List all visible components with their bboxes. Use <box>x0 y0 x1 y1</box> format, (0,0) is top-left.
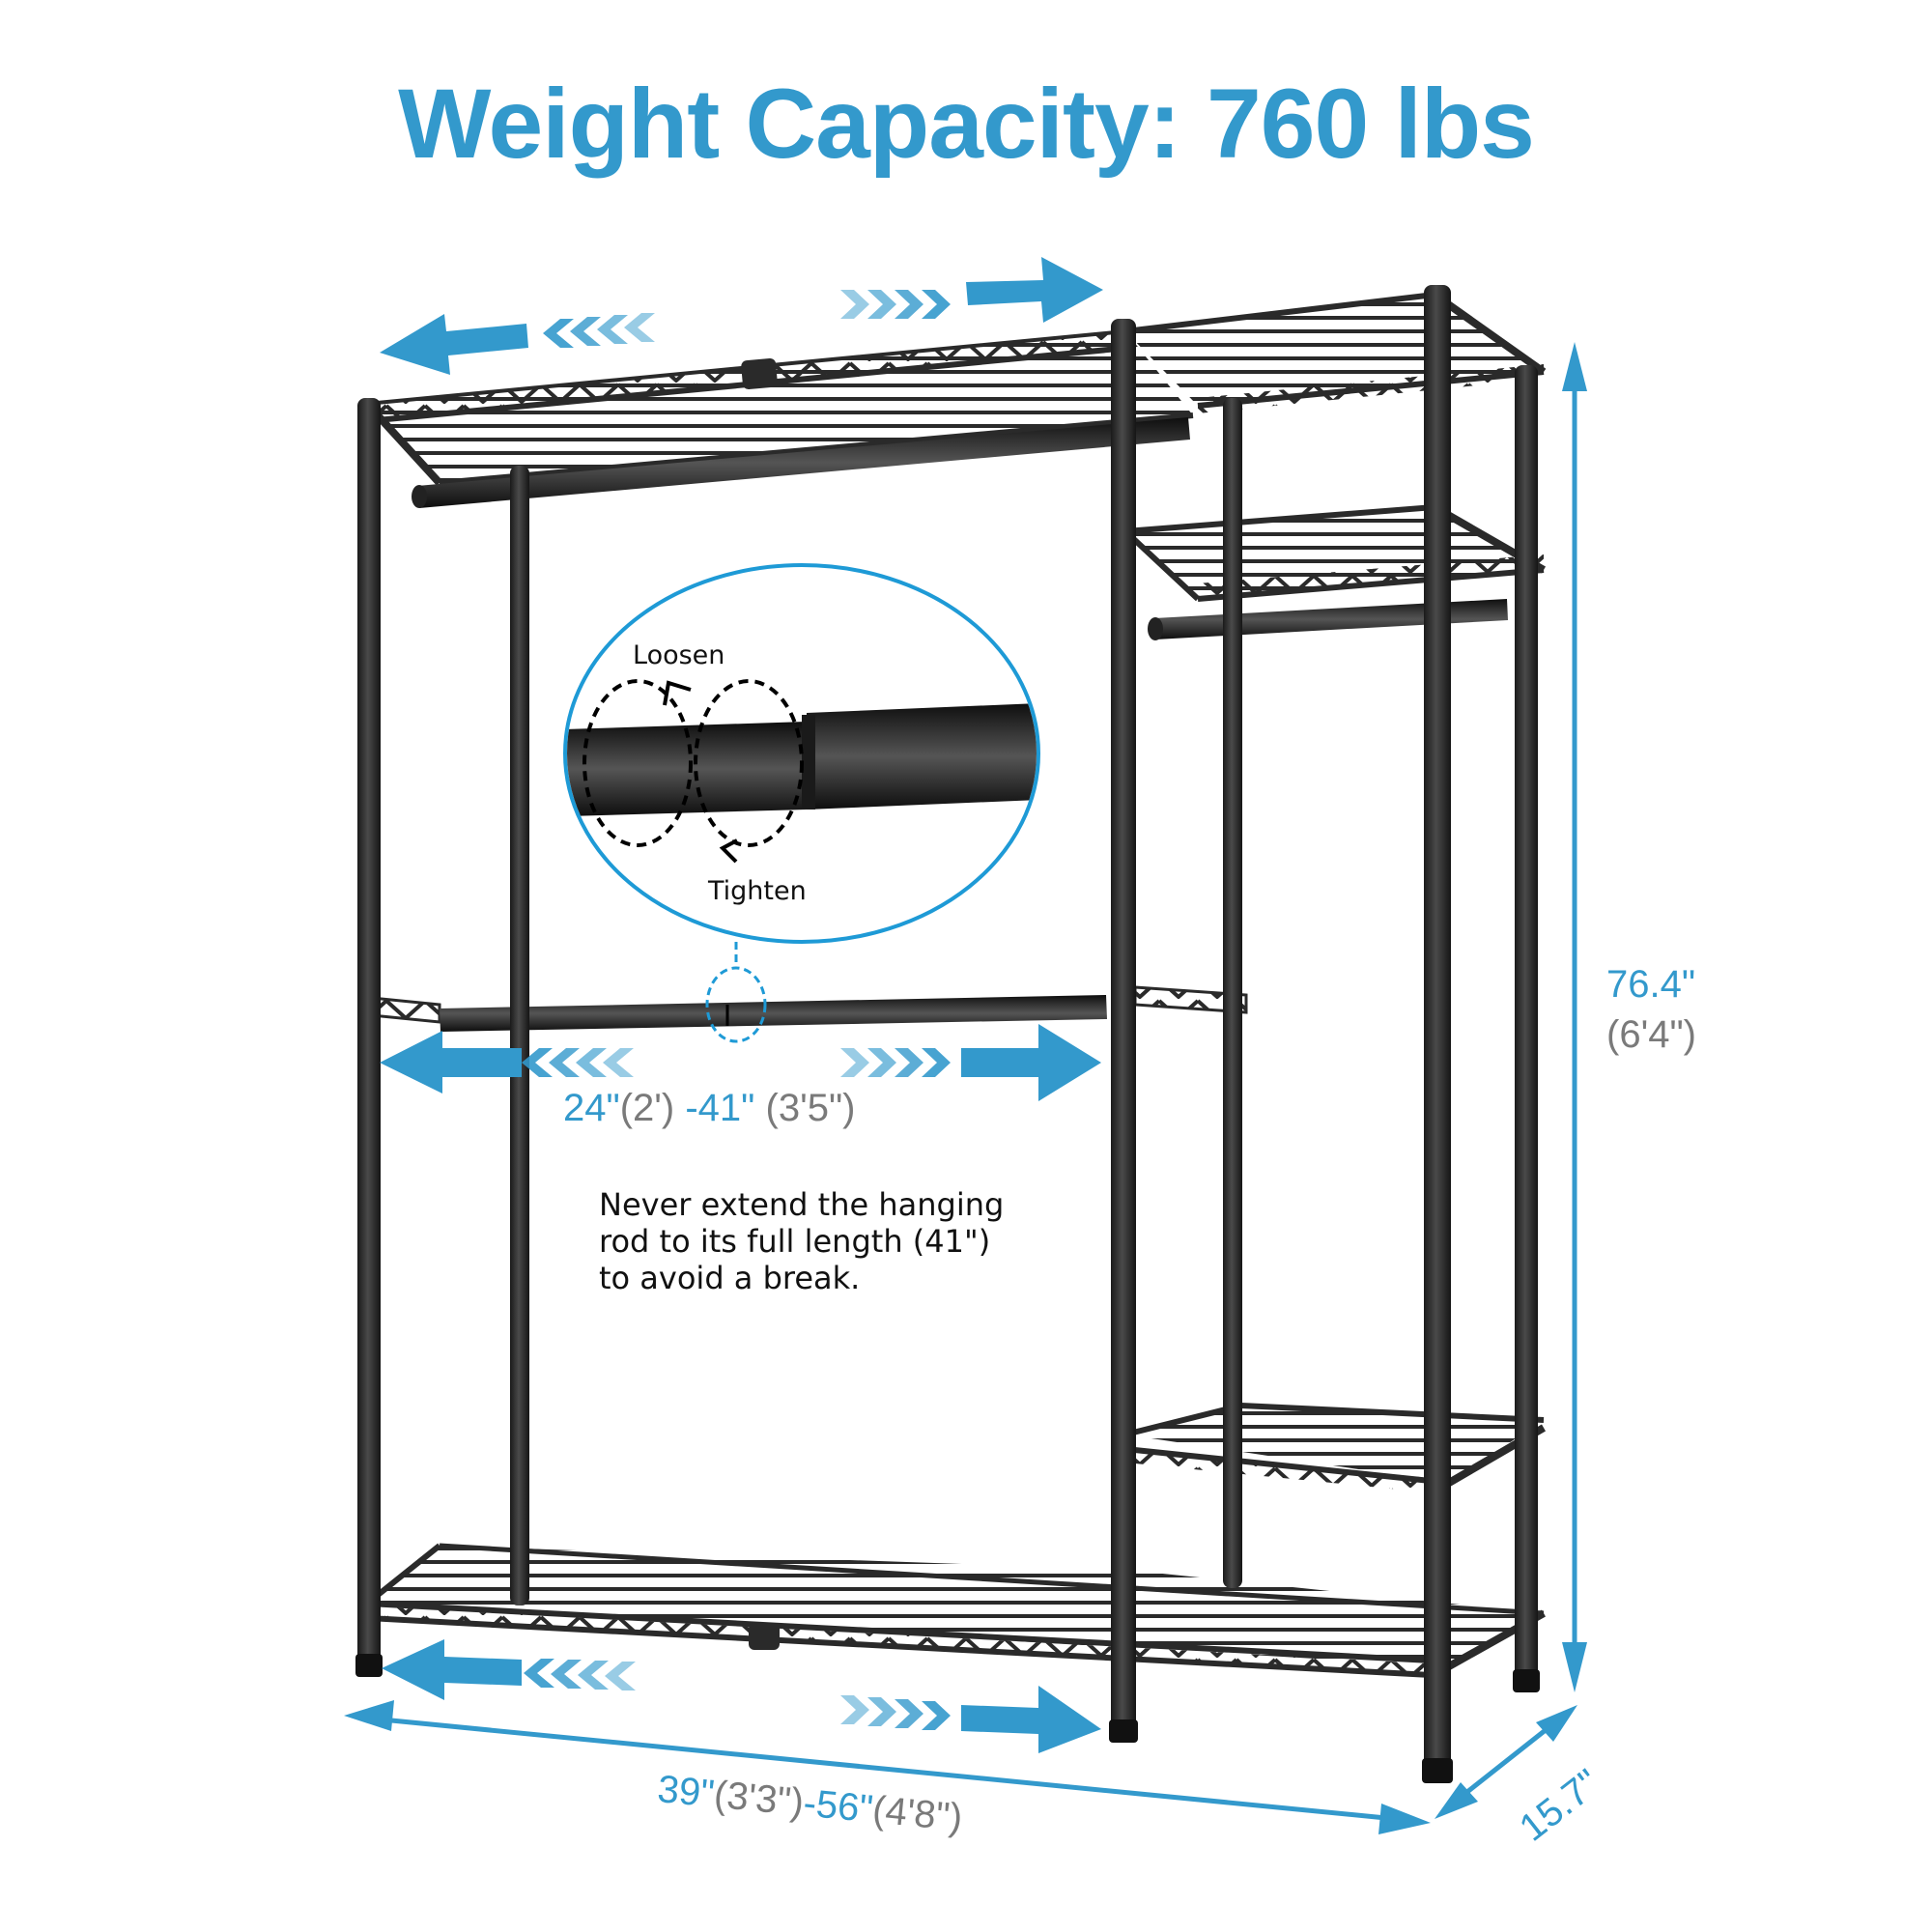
rod-max-feet: (3'5") <box>765 1087 856 1129</box>
width-max-feet: (4'8") <box>870 1788 965 1840</box>
rod-min-inches: 24" <box>563 1087 620 1129</box>
rotate-arrow-icon-loosen <box>582 679 693 847</box>
diagonal-double-arrow-icon <box>1435 1705 1577 1819</box>
extend-left-arrow-icon-bottom <box>382 1639 636 1700</box>
vertical-double-arrow-icon <box>1562 342 1587 1692</box>
post-left-front <box>357 398 381 1676</box>
width-max-inches: -56" <box>801 1781 875 1832</box>
height-inches: 76.4" <box>1606 963 1696 1006</box>
post-right-front <box>1424 285 1451 1780</box>
height-dimension: 76.4" (6'4") <box>1606 959 1696 1060</box>
posts <box>355 285 1540 1783</box>
right-lower-shelf <box>1124 1403 1547 1492</box>
middle-hanging-rod <box>360 985 1248 1032</box>
height-feet: (6'4") <box>1606 1013 1696 1056</box>
extend-right-arrow-icon-top <box>840 257 1103 323</box>
horizontal-double-arrow-icon <box>344 1700 1431 1834</box>
width-min-feet: (3'3") <box>712 1773 806 1825</box>
page-title: Weight Capacity: 760 lbs <box>398 69 1535 179</box>
right-upper-shelf <box>1122 503 1546 602</box>
warning-note-line-2: rod to its full length (41") <box>599 1223 991 1260</box>
tighten-label: Tighten <box>708 876 807 906</box>
top-left-shelf <box>364 328 1194 486</box>
rod-min-feet: (2') <box>619 1087 675 1129</box>
post-left-back <box>510 466 529 1605</box>
loosen-label: Loosen <box>633 640 725 670</box>
extend-left-arrow-icon-middle <box>380 1031 634 1094</box>
warning-note: Never extend the hanging rod to its full… <box>599 1186 1004 1296</box>
rotate-arrow-icon-tighten <box>694 679 804 864</box>
post-middle-front <box>1111 319 1136 1741</box>
extend-right-arrow-icon-bottom <box>840 1686 1101 1753</box>
extend-right-arrow-icon-middle <box>840 1024 1101 1101</box>
rod-max-inches: -41" <box>685 1087 755 1129</box>
width-min-inches: 39" <box>655 1768 717 1816</box>
top-right-shelf <box>1124 291 1547 413</box>
rod-length-dimension: 24"(2') -41" (3'5") <box>563 1087 855 1130</box>
bottom-shelf <box>365 1543 1546 1679</box>
post-right-back <box>1515 365 1538 1690</box>
extend-left-arrow-icon-top <box>380 313 655 375</box>
right-hanging-rod <box>1148 599 1508 640</box>
rod-adjustment-callout <box>563 563 1040 1043</box>
warning-note-line-3: to avoid a break. <box>599 1260 861 1296</box>
top-hanging-rod <box>412 417 1190 508</box>
warning-note-line-1: Never extend the hanging <box>599 1186 1005 1223</box>
post-middle-back <box>1223 398 1242 1588</box>
